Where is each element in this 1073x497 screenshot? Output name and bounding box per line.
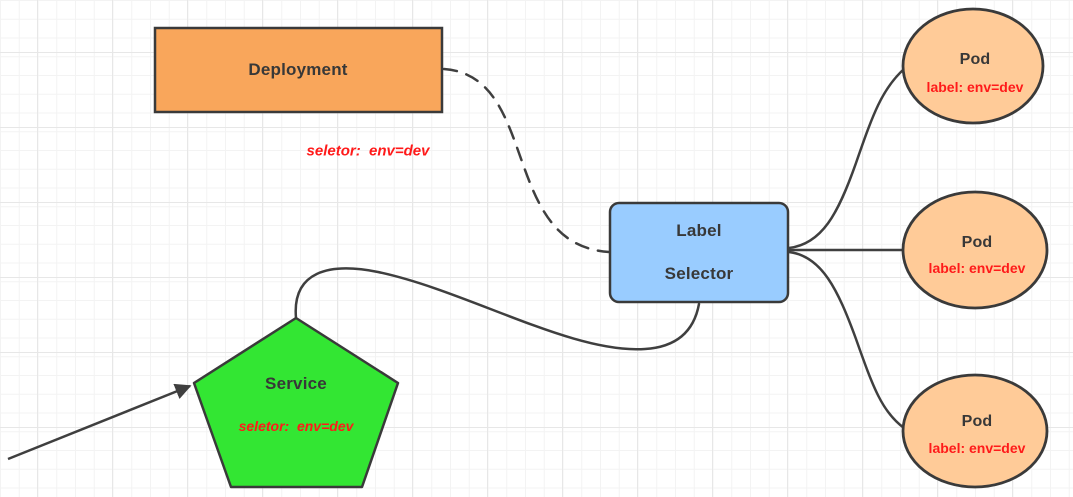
edge-service-to-selector — [294, 267, 701, 351]
label-selector-label-line2: Selector — [664, 264, 734, 283]
edge-selector-to-pod-1 — [787, 67, 906, 250]
arrow-into-service — [7, 383, 192, 461]
service-selector-annotation: seletor: env=dev — [238, 418, 354, 434]
deployment-selector-annotation: seletor: env=dev — [306, 142, 430, 160]
label-selector-label-line1: Label — [676, 221, 722, 240]
service-label: Service — [265, 374, 327, 393]
label-selector-shape — [608, 201, 790, 304]
pod-1-annotation: label: env=dev — [926, 79, 1024, 95]
deployment-shape — [153, 26, 444, 114]
pod-3-label: Pod — [961, 413, 993, 430]
pod-2-annotation: label: env=dev — [928, 260, 1026, 276]
pod-2-shape — [901, 190, 1049, 310]
pod-2-label: Pod — [961, 234, 993, 251]
service-pentagon-shape — [192, 316, 400, 489]
edge-selector-to-pod-3 — [787, 250, 906, 430]
pod-3-shape — [901, 373, 1049, 489]
edge-deployment-to-selector — [442, 67, 611, 254]
pod-1-shape — [901, 7, 1045, 125]
deployment-label: Deployment — [248, 60, 348, 79]
pod-1-label: Pod — [959, 51, 991, 68]
pod-3-annotation: label: env=dev — [928, 440, 1026, 456]
